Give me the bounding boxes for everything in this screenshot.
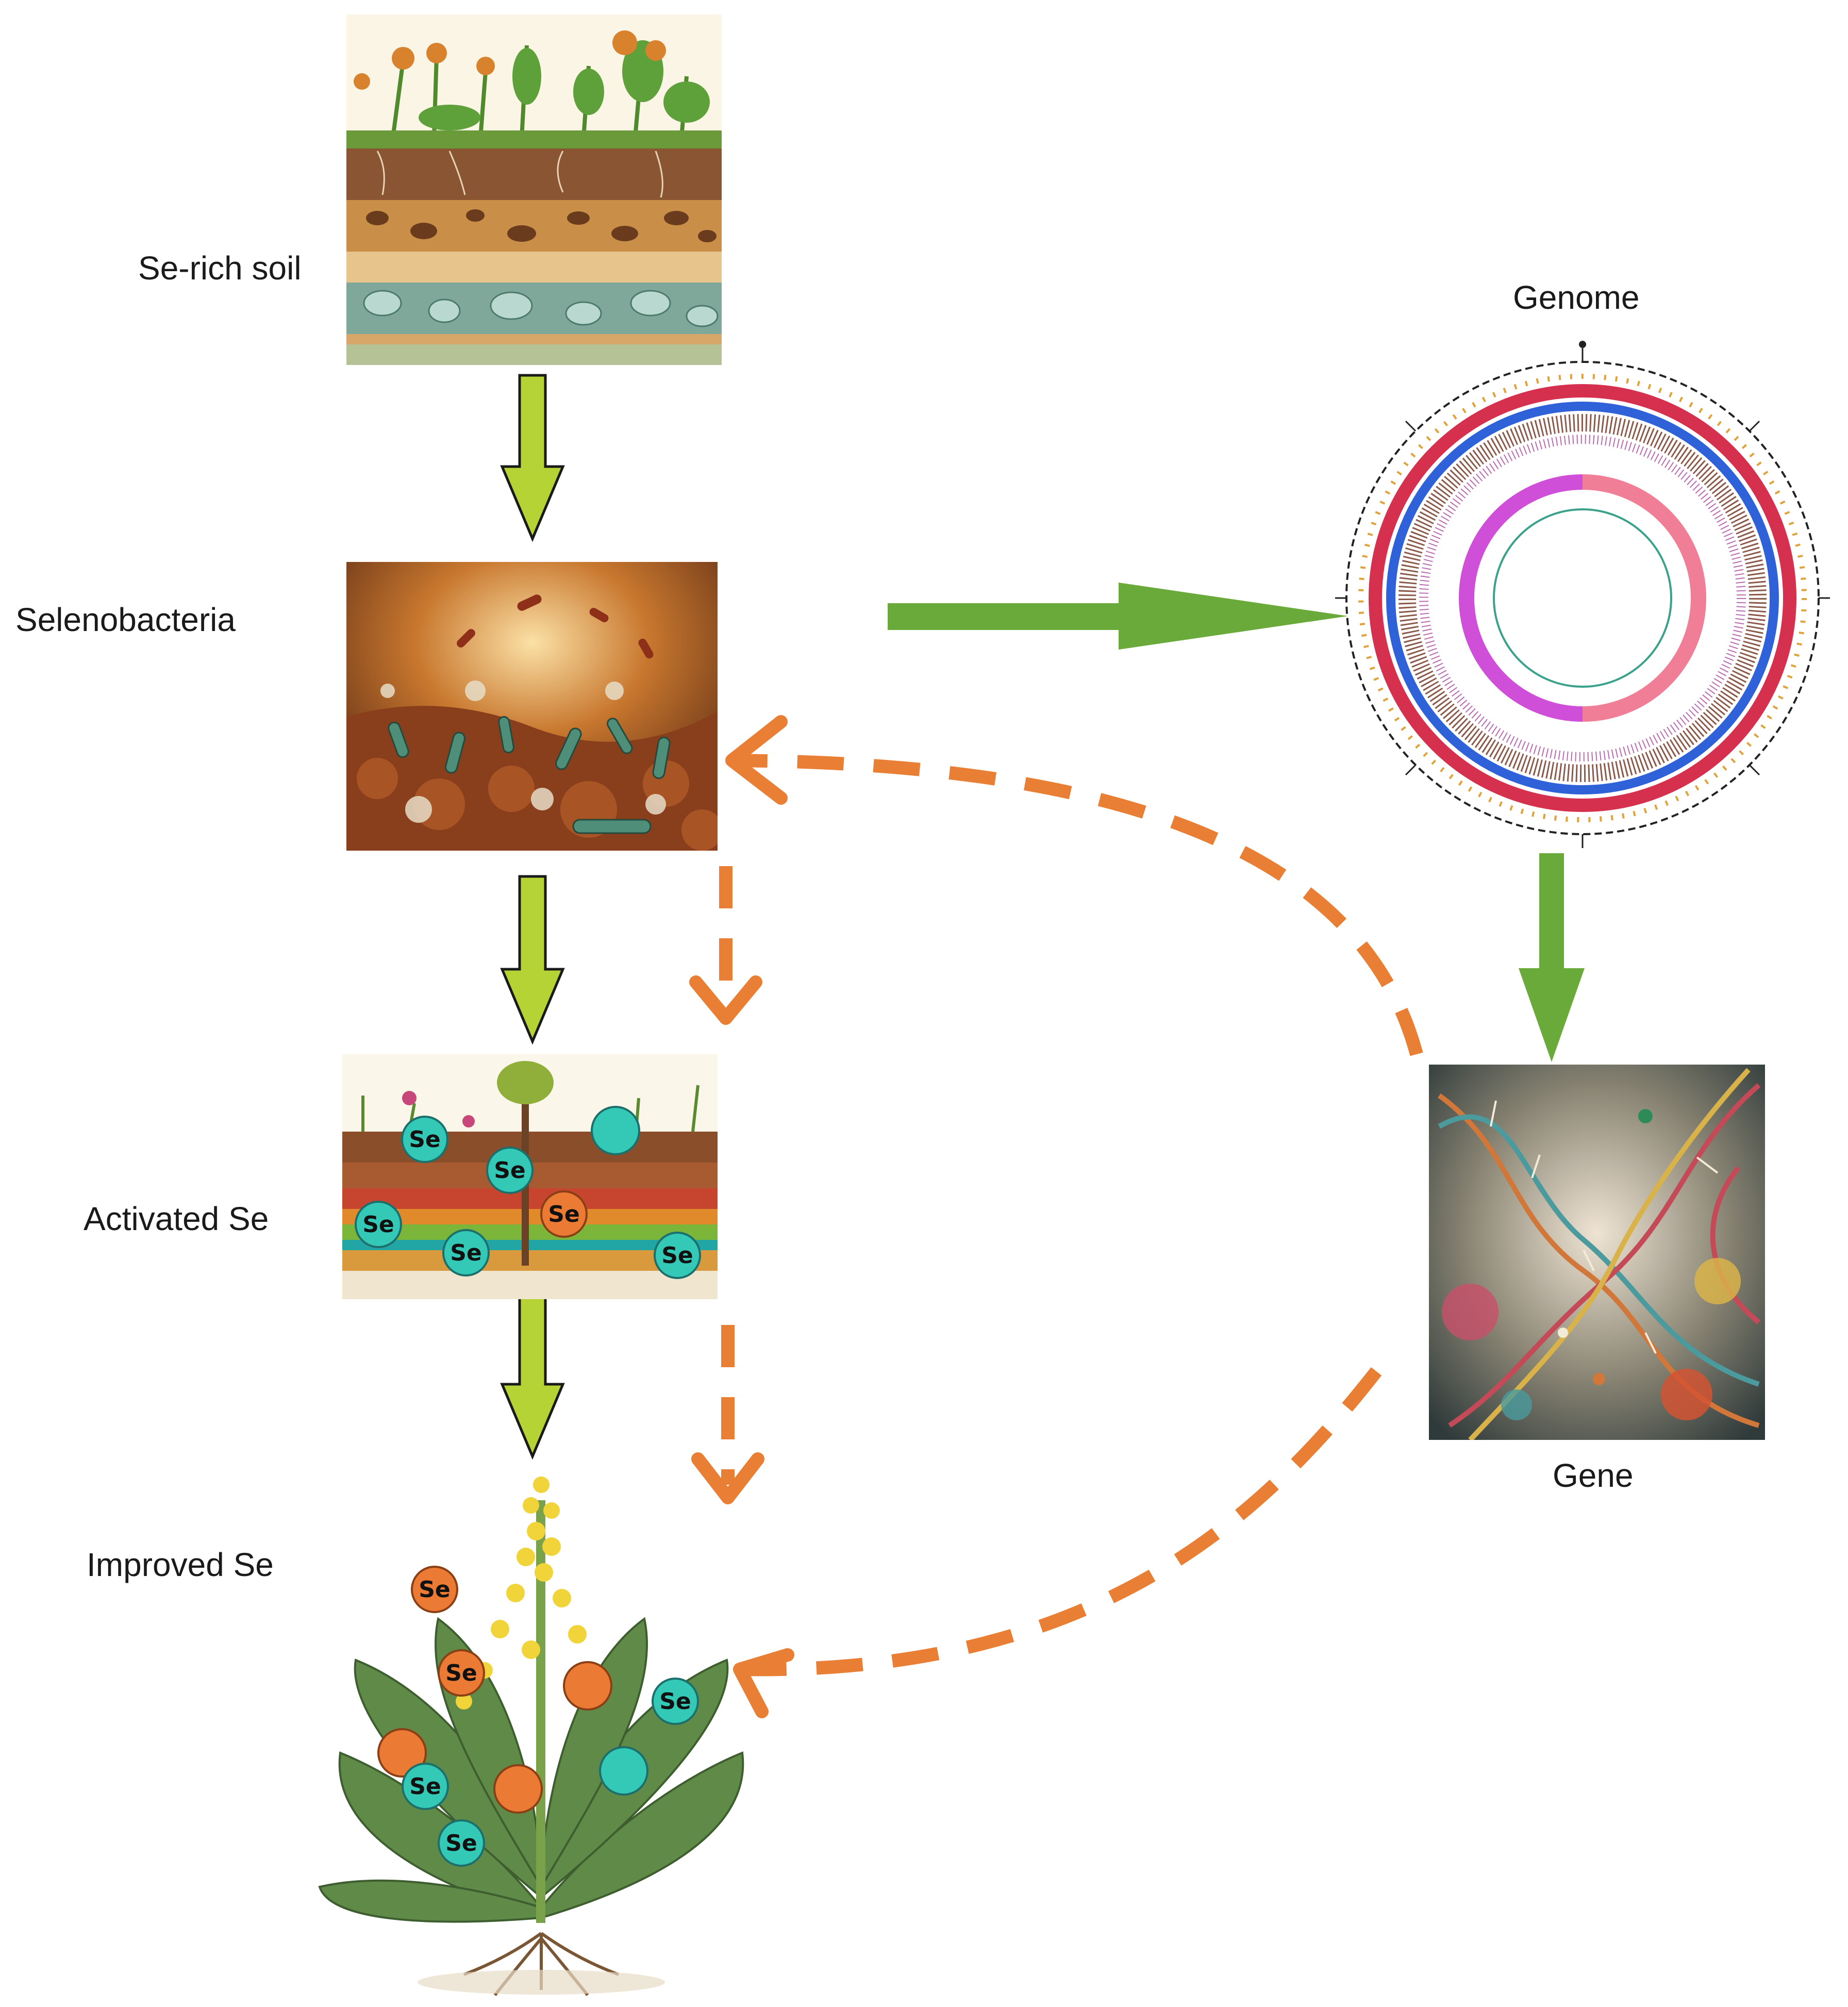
bacteria-arrowhead — [725, 715, 788, 805]
label-activated-se: Activated Se — [84, 1200, 269, 1237]
genome-to-gene-arrow — [1519, 853, 1585, 1062]
gene-to-bacteria-dashed-arc — [731, 754, 1423, 1056]
plant-dashed-arrowhead — [691, 1452, 764, 1504]
svg-text:Se: Se — [409, 1773, 441, 1800]
plant-se-badge-orange-empty-2 — [377, 1728, 427, 1778]
activated-to-plant-arrow — [500, 1288, 565, 1460]
bacteria-to-activated-arrow — [500, 875, 565, 1045]
svg-text:Se: Se — [445, 1830, 477, 1856]
svg-text:Se: Se — [548, 1201, 580, 1228]
svg-text:Se: Se — [494, 1157, 526, 1184]
plant-arrowhead — [733, 1648, 794, 1718]
label-genome: Genome — [1513, 279, 1640, 316]
plant-se-badge-teal-empty — [599, 1746, 648, 1796]
label-selenobacteria: Selenobacteria — [15, 601, 236, 638]
bacteria-to-genome-arrow — [888, 583, 1348, 650]
gene-to-plant-dashed-arc — [739, 1367, 1382, 1677]
svg-text:Se: Se — [419, 1577, 451, 1603]
se-badge-teal-3: Se — [355, 1201, 402, 1248]
plant-se-badge-orange-empty-3 — [493, 1764, 543, 1814]
se-badge-orange-1: Se — [540, 1190, 588, 1238]
svg-text:Se: Se — [659, 1688, 691, 1715]
soil-to-bacteria-arrow — [500, 374, 565, 542]
plant-se-badge-orange-empty-1 — [563, 1661, 612, 1711]
plant-se-badge-teal-1: Se — [652, 1678, 699, 1725]
circular-genome-map — [1335, 325, 1830, 851]
se-badge-teal-2: Se — [486, 1147, 534, 1194]
label-improved-se: Improved Se — [87, 1546, 274, 1583]
plant-se-badge-orange-2: Se — [438, 1649, 485, 1697]
soil-bacteria-image — [346, 562, 718, 851]
feedback-dashed-arrows — [689, 715, 1423, 1718]
label-gene: Gene — [1553, 1457, 1634, 1494]
se-badge-teal-5: Se — [654, 1232, 701, 1279]
svg-text:Se: Se — [661, 1242, 693, 1269]
se-badge-teal-empty — [591, 1106, 640, 1155]
activated-arrowhead — [689, 975, 762, 1025]
activated-selenium-soil-image: Se Se Se Se Se Se — [342, 1054, 718, 1299]
dna-helix-image — [1429, 1065, 1765, 1440]
flowering-plant-image: Se Se Se Se — [309, 1464, 773, 2000]
svg-text:Se: Se — [450, 1240, 482, 1266]
plant-se-badge-teal-3: Se — [438, 1819, 485, 1867]
svg-text:Se: Se — [445, 1660, 477, 1686]
se-badge-teal-4: Se — [442, 1229, 490, 1276]
soil-layers-image — [346, 14, 722, 365]
se-badge-teal-1: Se — [401, 1116, 448, 1163]
plant-se-badge-orange-1: Se — [411, 1566, 458, 1613]
plant-se-badge-teal-2: Se — [402, 1763, 449, 1810]
svg-text:Se: Se — [362, 1212, 394, 1238]
svg-text:Se: Se — [409, 1126, 441, 1153]
label-se-rich-soil: Se-rich soil — [138, 250, 302, 287]
